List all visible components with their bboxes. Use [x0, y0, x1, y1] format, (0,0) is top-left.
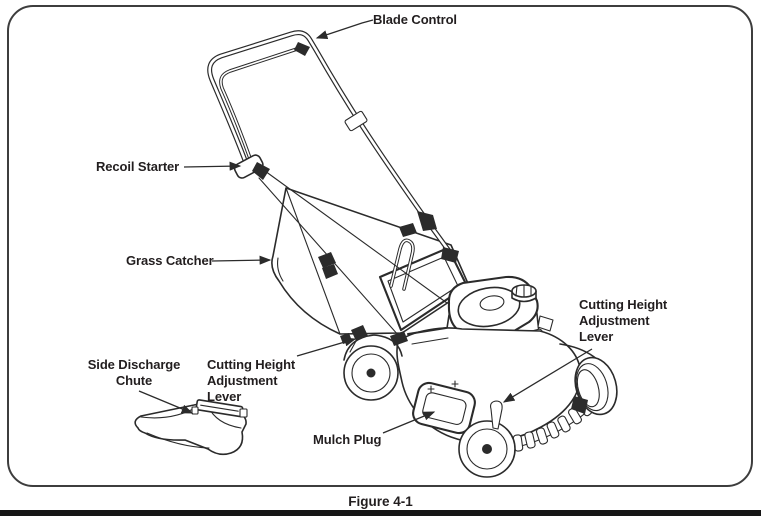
- figure-frame: [7, 5, 753, 487]
- handle-assembly: [207, 30, 459, 263]
- rear-wheel: [340, 325, 403, 401]
- callout-blade-control: Blade Control: [373, 12, 457, 27]
- front-right-wheel: [559, 343, 618, 416]
- callout-side-discharge-chute: Side Discharge Chute: [87, 357, 181, 388]
- leader-cutting-height-left: [296, 337, 357, 357]
- leader-side-discharge-chute: [138, 390, 194, 414]
- callout-recoil-starter: Recoil Starter: [96, 159, 180, 174]
- blade-control-bar: [219, 42, 310, 163]
- callout-mulch-plug: Mulch Plug: [313, 432, 382, 447]
- starter-rope: [258, 170, 448, 337]
- page-footer-bar: [0, 510, 761, 516]
- leader-mulch-plug: [382, 411, 436, 434]
- figure-caption: Figure 4-1: [348, 494, 413, 509]
- callout-grass-catcher: Grass Catcher: [126, 253, 214, 268]
- front-left-wheel: [458, 400, 516, 478]
- leader-cutting-height-right: [502, 348, 593, 403]
- leader-grass-catcher: [211, 255, 272, 265]
- callout-leader-lines: [138, 19, 593, 434]
- height-adjustment-lever-front: [490, 400, 503, 430]
- recoil-starter-handle: [233, 154, 270, 180]
- callout-cutting-height-adjustment-lever-right: Cutting Height Adjustment Lever: [579, 297, 668, 344]
- mulch-plug-part: [412, 380, 476, 435]
- fuel-cap: [511, 284, 537, 303]
- grass-catcher-bag: [271, 187, 471, 335]
- leader-recoil-starter: [183, 161, 242, 171]
- callout-cutting-height-adjustment-lever-left: Cutting Height Adjustment Lever: [207, 357, 296, 404]
- side-discharge-chute-part: [134, 399, 248, 456]
- leader-blade-control: [315, 19, 374, 40]
